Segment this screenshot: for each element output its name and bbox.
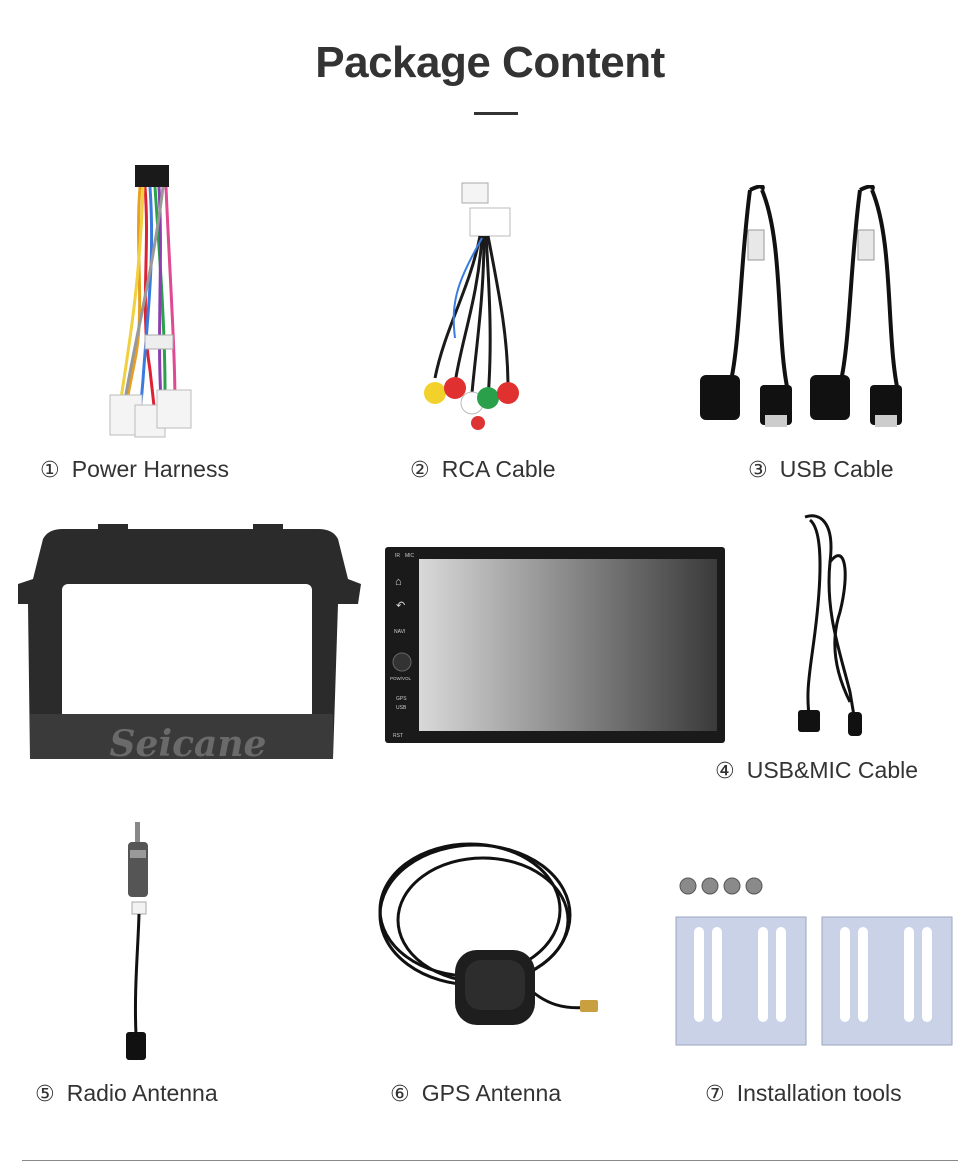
item-label-usb-mic-cable: ④ USB&MIC Cable — [715, 757, 918, 784]
item-name: Power Harness — [71, 456, 229, 482]
pow-vol-label: POW/VOL — [390, 676, 412, 681]
usb-cable-image — [690, 185, 930, 430]
item-label-rca-cable: ② RCA Cable — [410, 456, 556, 483]
item-name: RCA Cable — [441, 456, 556, 482]
gps-label: GPS — [396, 696, 407, 702]
item-number: ⑥ — [390, 1082, 410, 1107]
watermark-text: Seicane — [110, 723, 267, 764]
power-harness-icon — [109, 165, 192, 438]
item-label-installation-tools: ⑦ Installation tools — [705, 1080, 902, 1107]
bottom-divider — [22, 1160, 958, 1161]
rca-cable-icon — [424, 182, 519, 430]
head-unit-icon: IR MIC ⌂ ↶ NAVI POW/VOL GPS USB RST — [385, 547, 725, 743]
navi-label: NAVI — [394, 629, 405, 635]
item-number: ⑦ — [705, 1082, 725, 1107]
usb-label: USB — [396, 705, 407, 711]
item-label-usb-cable: ③ USB Cable — [748, 456, 894, 483]
dash-frame-icon: Seicane — [18, 524, 361, 764]
item-number: ⑤ — [35, 1082, 55, 1107]
item-name: GPS Antenna — [421, 1080, 562, 1106]
volume-knob — [392, 652, 412, 672]
back-icon: ↶ — [396, 600, 405, 612]
item-name: Installation tools — [736, 1080, 902, 1106]
radio-antenna-icon — [126, 822, 148, 1060]
usb-cable-icon — [700, 185, 902, 427]
head-unit-image: IR MIC ⌂ ↶ NAVI POW/VOL GPS USB RST — [385, 547, 725, 743]
item-label-gps-antenna: ⑥ GPS Antenna — [390, 1080, 561, 1107]
item-number: ② — [410, 458, 430, 483]
item-label-radio-antenna: ⑤ Radio Antenna — [35, 1080, 218, 1107]
mic-label: MIC — [405, 553, 415, 559]
usb-mic-cable-image — [790, 512, 870, 742]
gps-antenna-image — [375, 835, 605, 1035]
item-number: ③ — [748, 458, 768, 483]
ir-label: IR — [395, 553, 400, 559]
radio-antenna-image — [108, 820, 168, 1065]
rst-label: RST — [393, 733, 403, 739]
title-underline — [474, 112, 518, 115]
dash-frame-image: Seicane — [18, 524, 363, 764]
rca-cable-image — [410, 178, 530, 433]
power-harness-image — [95, 160, 205, 445]
item-name: Radio Antenna — [66, 1080, 218, 1106]
item-label-power-harness: ① Power Harness — [40, 456, 229, 483]
installation-tools-image — [670, 872, 960, 1052]
home-icon: ⌂ — [395, 576, 402, 588]
item-number: ① — [40, 458, 60, 483]
item-name: USB&MIC Cable — [746, 757, 919, 783]
usb-mic-cable-icon — [798, 514, 862, 736]
page-title: Package Content — [315, 38, 665, 87]
item-name: USB Cable — [779, 456, 894, 482]
installation-tools-icon — [675, 877, 953, 1046]
item-number: ④ — [715, 759, 735, 784]
gps-antenna-icon — [378, 842, 598, 1025]
